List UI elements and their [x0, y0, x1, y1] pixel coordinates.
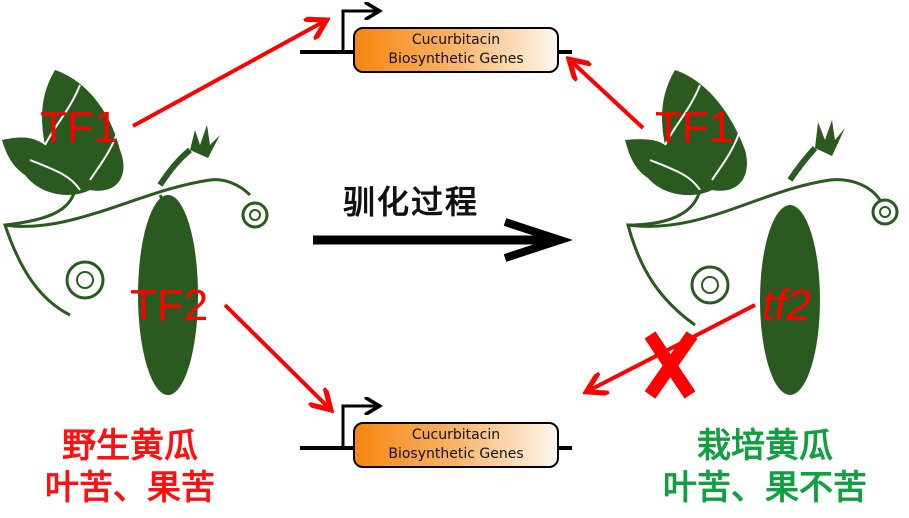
- promoter-arrow-icon: [341, 11, 378, 52]
- cultivated-tf2-label: tf2: [762, 281, 811, 330]
- promoter-arrow-icon: [341, 406, 378, 448]
- cultivated-cucumber-plant-icon: [625, 70, 899, 395]
- gene-label-line1: Cucurbitacin: [411, 427, 501, 443]
- domestication-arrow-icon: [313, 218, 573, 262]
- tf2-wild-activation-arrow: [223, 303, 328, 407]
- gene-label-line2: Biosynthetic Genes: [388, 51, 524, 67]
- wild-name: 野生黄瓜: [62, 426, 198, 466]
- gene-label-line2: Biosynthetic Genes: [388, 446, 524, 462]
- gene-box-bottom: Cucurbitacin Biosynthetic Genes: [353, 422, 559, 468]
- tf1-wild-activation-arrow: [132, 22, 323, 128]
- gene-label-line1: Cucurbitacin: [411, 32, 501, 48]
- process-title: 驯化过程: [343, 183, 480, 221]
- wild-tf1-label: TF1: [40, 103, 119, 152]
- cultivated-trait: 叶苦、果不苦: [663, 468, 867, 508]
- wild-caption: 野生黄瓜 叶苦、果苦: [20, 425, 240, 509]
- tf1-cultivated-activation-arrow: [572, 62, 645, 130]
- tf2-cultivated-blocked-arrow: [590, 303, 756, 390]
- gene-box-top: Cucurbitacin Biosynthetic Genes: [353, 27, 559, 73]
- wild-tf2-label: TF2: [130, 281, 209, 330]
- wild-cucumber-plant-icon: [2, 70, 269, 395]
- cultivated-caption: 栽培黄瓜 叶苦、果不苦: [640, 425, 890, 509]
- cultivated-name: 栽培黄瓜: [697, 426, 833, 466]
- cultivated-tf1-label: TF1: [655, 103, 734, 152]
- wild-trait: 叶苦、果苦: [45, 468, 215, 508]
- blocked-x-icon: [644, 331, 698, 399]
